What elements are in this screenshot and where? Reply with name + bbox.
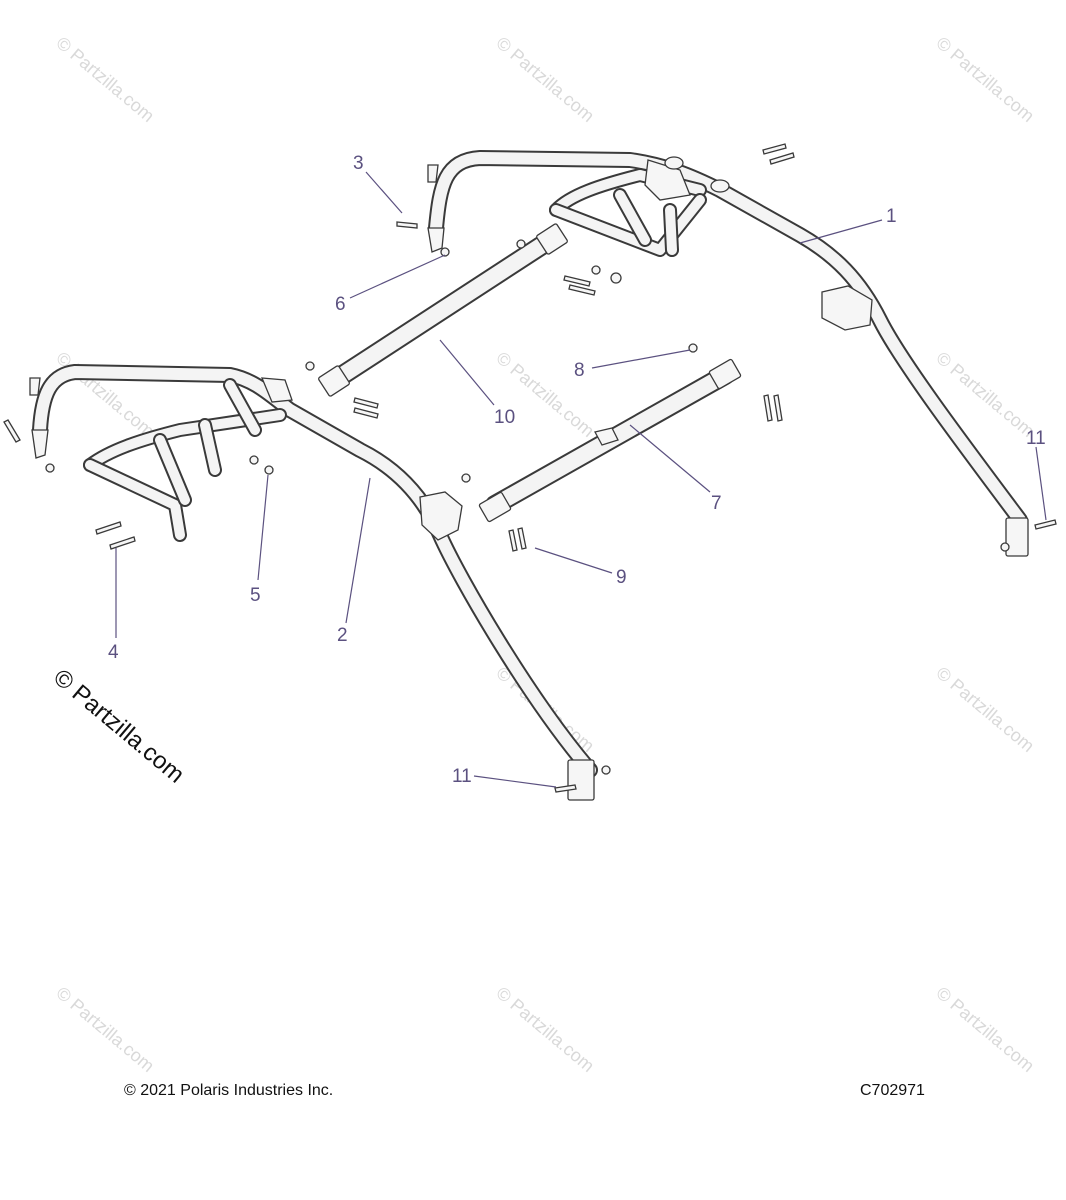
bolt xyxy=(554,784,577,793)
nut xyxy=(440,247,450,257)
part-10-cross-tube xyxy=(318,223,568,397)
watermark-text: © Partzilla.com xyxy=(492,983,598,1076)
leader-3 xyxy=(365,171,403,214)
nut xyxy=(601,765,611,775)
part-2-front-roll-cage xyxy=(29,364,598,801)
nut xyxy=(1000,542,1010,552)
callout-7: 7 xyxy=(711,493,722,514)
leader-10 xyxy=(439,339,495,406)
watermark-text: © Partzilla.com xyxy=(492,33,598,126)
bolt xyxy=(3,419,21,443)
bolt xyxy=(95,521,122,535)
bolt xyxy=(353,407,379,419)
copyright-notice: © 2021 Polaris Industries Inc. xyxy=(124,1082,334,1099)
nut xyxy=(264,465,274,475)
nut xyxy=(610,272,622,284)
fasteners xyxy=(3,143,1057,793)
nut xyxy=(45,463,55,473)
callout-8: 8 xyxy=(574,360,585,381)
bolt xyxy=(763,394,773,422)
bolt xyxy=(1034,519,1057,530)
leader-6 xyxy=(349,254,446,299)
diagram-code: C702971 xyxy=(860,1082,925,1099)
callout-3: 3 xyxy=(353,153,364,174)
callout-4: 4 xyxy=(108,642,119,663)
callout-11-right: 11 xyxy=(1026,428,1046,449)
nut xyxy=(516,239,526,249)
leader-7 xyxy=(629,424,711,493)
bolt xyxy=(353,397,379,409)
bolt xyxy=(762,143,787,155)
bolt xyxy=(517,527,527,550)
watermark-text: © Partzilla.com xyxy=(52,348,158,441)
nut xyxy=(688,343,698,353)
bolt xyxy=(508,529,518,552)
leader-1 xyxy=(799,219,883,244)
watermark-text: © Partzilla.com xyxy=(52,33,158,126)
bolt xyxy=(396,221,418,229)
callout-10: 10 xyxy=(494,407,515,428)
bolt xyxy=(109,536,136,550)
callout-5: 5 xyxy=(250,585,261,606)
bolt xyxy=(769,152,795,165)
watermark-text: © Partzilla.com xyxy=(52,983,158,1076)
callouts: 1 2 3 4 5 6 7 8 9 10 11 11 xyxy=(108,153,1046,787)
leader-8 xyxy=(591,349,691,369)
leader-5 xyxy=(257,474,269,581)
leaders xyxy=(115,171,1047,788)
leader-2 xyxy=(345,477,371,624)
bolt xyxy=(773,394,783,422)
part-1-rear-roll-cage xyxy=(427,150,1029,557)
callout-11-bottom: 11 xyxy=(452,766,472,787)
leader-9 xyxy=(534,547,613,574)
callout-6: 6 xyxy=(335,294,346,315)
watermark-group: © Partzilla.com © Partzilla.com © Partzi… xyxy=(52,33,1038,1076)
watermark-large: © Partzilla.com xyxy=(48,664,189,789)
leader-11-bottom xyxy=(473,775,557,788)
watermark-text: © Partzilla.com xyxy=(932,663,1038,756)
callout-1: 1 xyxy=(886,206,897,227)
nut xyxy=(461,473,471,483)
nut xyxy=(591,265,601,275)
part-7-cross-tube xyxy=(478,358,742,523)
leader-11-right xyxy=(1035,446,1047,521)
watermark-text: © Partzilla.com xyxy=(932,33,1038,126)
callout-9: 9 xyxy=(616,567,627,588)
bolt xyxy=(568,284,596,296)
nut xyxy=(249,455,259,465)
callout-2: 2 xyxy=(337,625,348,646)
watermark-text: © Partzilla.com xyxy=(932,983,1038,1076)
bolt xyxy=(563,275,591,287)
nut xyxy=(305,361,315,371)
